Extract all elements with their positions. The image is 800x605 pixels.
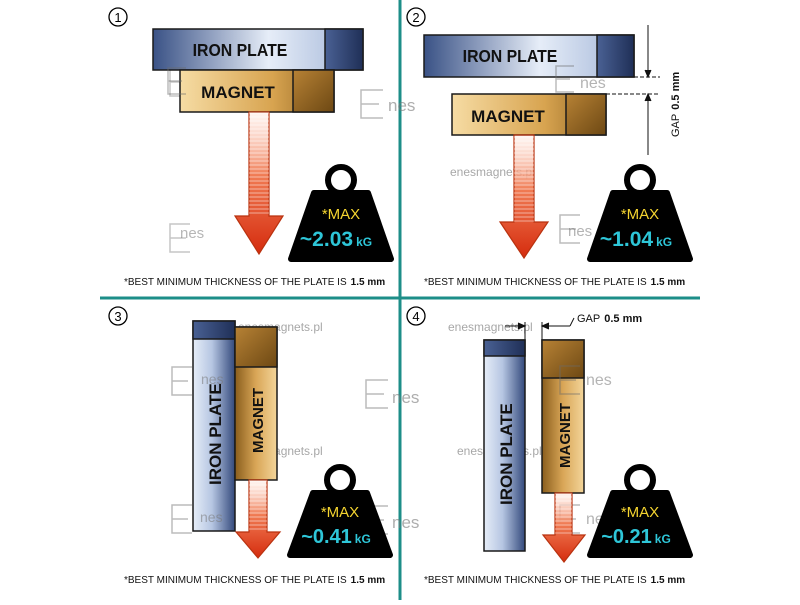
gap-dimension (606, 25, 660, 155)
magnet: MAGNET (541, 339, 585, 494)
iron-plate: IRON PLATE (483, 339, 526, 552)
watermark-brand: nes (392, 388, 419, 407)
panel-number: 3 (114, 309, 121, 324)
panel-4: 4 enesmagnets.pl enesmagnets.pl GAP0.5 m… (406, 306, 693, 586)
panel-1: 1 nes nes IRON PLATE MAGNET nes (108, 7, 415, 288)
force-arrow (498, 134, 550, 260)
panel-3: 3 enesmagnets.pl enesmagnets.pl IRON PLA… (108, 306, 419, 586)
iron-plate: IRON PLATE (423, 34, 635, 78)
panel-2: 2 IRON PLATE MAGNET nes nes enesmagnets.… (406, 7, 693, 288)
max-label: *MAX (321, 504, 359, 521)
panel-number-badge: 1 (108, 7, 128, 27)
iron-plate-label: IRON PLATE (463, 46, 558, 66)
panel-number-badge: 4 (406, 306, 426, 326)
gap-dimension (505, 317, 575, 340)
watermark-brand: nes (201, 371, 224, 387)
iron-plate-label: IRON PLATE (206, 383, 225, 485)
magnet-label: MAGNET (557, 403, 574, 468)
force-arrow (541, 492, 587, 563)
max-label: *MAX (322, 206, 360, 223)
force-arrow (234, 479, 282, 559)
watermark-site: enesmagnets.pl (448, 320, 533, 334)
panel-number: 1 (114, 10, 121, 25)
magnet-label: MAGNET (201, 83, 275, 102)
magnet: MAGNET (234, 326, 278, 481)
watermark-brand: nes (580, 75, 606, 92)
watermark-brand: nes (180, 225, 204, 242)
max-label: *MAX (621, 504, 659, 521)
magnet: MAGNET (179, 69, 335, 113)
watermark-brand: nes (568, 223, 592, 240)
magnet-label: MAGNET (250, 388, 267, 453)
watermark-brand: nes (200, 509, 223, 525)
watermark-brand: nes (392, 513, 419, 532)
iron-plate: IRON PLATE (152, 28, 364, 71)
magnet-label: MAGNET (471, 107, 545, 126)
panel-number: 4 (412, 309, 419, 324)
force-arrow (233, 111, 285, 256)
watermark-brand: nes (388, 96, 415, 115)
watermark-brand: nes (586, 372, 612, 389)
magnet: MAGNET (451, 93, 607, 136)
iron-plate-label: IRON PLATE (497, 403, 516, 505)
gap-label: GAP0.5 mm (670, 72, 682, 137)
iron-plate: IRON PLATE (192, 320, 236, 532)
panel-number: 2 (412, 10, 419, 25)
panel-number-badge: 2 (406, 7, 426, 27)
panel-number-badge: 3 (108, 306, 128, 326)
iron-plate-label: IRON PLATE (193, 40, 288, 60)
max-label: *MAX (621, 206, 659, 223)
